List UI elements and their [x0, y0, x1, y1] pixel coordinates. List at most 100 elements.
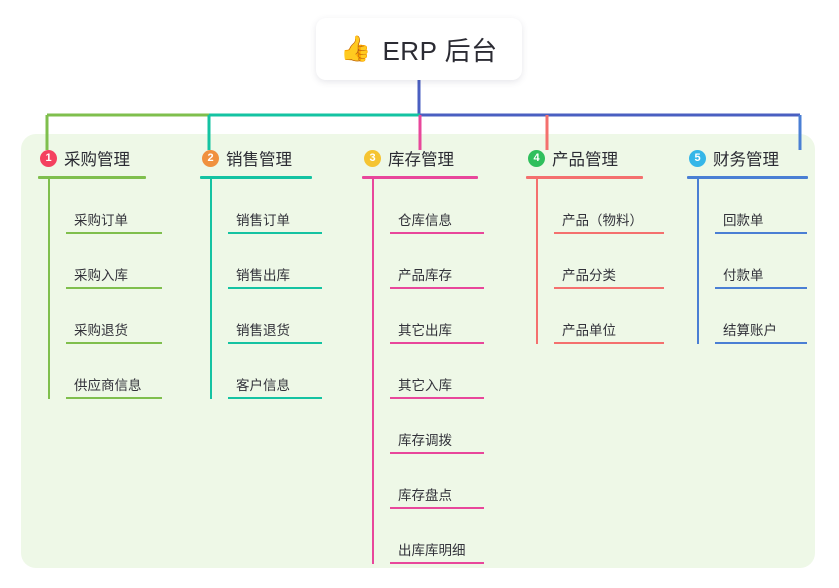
branch-underline — [687, 176, 808, 179]
sub-item-underline — [390, 452, 484, 454]
branch-header-2[interactable]: 2 销售管理 — [200, 146, 312, 170]
branches-board — [21, 134, 815, 568]
sub-item[interactable]: 回款单 — [715, 179, 808, 234]
sub-item-label: 销售退货 — [236, 323, 290, 338]
sub-item-list: 销售订单销售出库销售退货客户信息 — [210, 179, 322, 399]
branch-column-2: 2 销售管理销售订单销售出库销售退货客户信息 — [200, 146, 322, 399]
branch-header-3[interactable]: 3 库存管理 — [362, 146, 478, 170]
sub-item-label: 其它出库 — [398, 323, 452, 338]
sub-item[interactable]: 库存调拨 — [390, 399, 484, 454]
branch-column-1: 1 采购管理采购订单采购入库采购退货供应商信息 — [38, 146, 162, 399]
sub-item[interactable]: 产品分类 — [554, 234, 664, 289]
sub-item-underline — [228, 342, 322, 344]
sub-item-label: 产品单位 — [562, 323, 616, 338]
sub-item-underline — [715, 232, 807, 234]
sub-item-list: 采购订单采购入库采购退货供应商信息 — [48, 179, 162, 399]
sub-item-label: 产品（物料） — [562, 213, 643, 228]
sub-item[interactable]: 销售订单 — [228, 179, 322, 234]
sub-item-list: 回款单付款单结算账户 — [697, 179, 808, 344]
branch-badge-3: 3 — [364, 149, 381, 167]
sub-item-label: 产品分类 — [562, 268, 616, 283]
sub-item-list: 产品（物料） 产品分类产品单位 — [536, 179, 664, 344]
sub-item-underline — [66, 342, 162, 344]
sub-item-underline — [66, 232, 162, 234]
sub-item-label: 库存调拨 — [398, 433, 452, 448]
sub-item-underline — [715, 287, 807, 289]
branch-header-4[interactable]: 4 产品管理 — [526, 146, 651, 170]
sub-item[interactable]: 其它出库 — [390, 289, 484, 344]
branch-underline — [362, 176, 478, 179]
branch-badge-1: 1 — [40, 149, 57, 167]
sub-item-label: 供应商信息 — [74, 378, 142, 393]
branch-badge-4: 4 — [528, 149, 545, 167]
sub-item[interactable]: 结算账户 — [715, 289, 808, 344]
sub-item-underline — [390, 287, 484, 289]
sub-item[interactable]: 产品库存 — [390, 234, 484, 289]
sub-item-underline — [715, 342, 807, 344]
sub-item-list: 仓库信息产品库存其它出库其它入库库存调拨库存盘点出库库明细 — [372, 179, 484, 564]
sub-item-label: 其它入库 — [398, 378, 452, 393]
branch-spine — [536, 179, 538, 344]
sub-item-underline — [228, 287, 322, 289]
sub-item-label: 付款单 — [723, 268, 764, 283]
branch-column-3: 3 库存管理仓库信息产品库存其它出库其它入库库存调拨库存盘点出库库明细 — [362, 146, 484, 564]
sub-item-label: 库存盘点 — [398, 488, 452, 503]
sub-item[interactable]: 库存盘点 — [390, 454, 484, 509]
sub-item-underline — [66, 287, 162, 289]
sub-item-underline — [390, 232, 484, 234]
branch-header-1[interactable]: 1 采购管理 — [38, 146, 150, 170]
sub-item[interactable]: 供应商信息 — [66, 344, 162, 399]
branch-column-5: 5 财务管理回款单付款单结算账户 — [687, 146, 808, 344]
sub-item-label: 销售出库 — [236, 268, 290, 283]
sub-item[interactable]: 采购入库 — [66, 234, 162, 289]
sub-item-label: 采购订单 — [74, 213, 128, 228]
sub-item-label: 采购退货 — [74, 323, 128, 338]
sub-item-underline — [228, 232, 322, 234]
branch-spine — [372, 179, 374, 564]
branch-spine — [697, 179, 699, 344]
branch-underline — [200, 176, 312, 179]
sub-item-underline — [554, 232, 664, 234]
branch-badge-2: 2 — [202, 149, 219, 167]
sub-item[interactable]: 付款单 — [715, 234, 808, 289]
branch-underline — [38, 176, 146, 179]
root-title: ERP 后台 — [382, 35, 498, 66]
sub-item[interactable]: 出库库明细 — [390, 509, 484, 564]
branch-spine — [210, 179, 212, 399]
branch-badge-5: 5 — [689, 149, 706, 167]
sub-item-underline — [390, 397, 484, 399]
sub-item[interactable]: 客户信息 — [228, 344, 322, 399]
sub-item[interactable]: 销售出库 — [228, 234, 322, 289]
branch-spine — [48, 179, 50, 399]
sub-item[interactable]: 其它入库 — [390, 344, 484, 399]
branch-label: 销售管理 — [226, 151, 292, 169]
sub-item[interactable]: 采购订单 — [66, 179, 162, 234]
branch-label: 采购管理 — [64, 151, 130, 169]
thumbs-up-icon: 👍 — [340, 34, 372, 63]
sub-item-underline — [390, 562, 484, 564]
sub-item[interactable]: 采购退货 — [66, 289, 162, 344]
branch-label: 库存管理 — [388, 151, 454, 169]
branch-header-5[interactable]: 5 财务管理 — [687, 146, 808, 170]
branch-column-4: 4 产品管理产品（物料） 产品分类产品单位 — [526, 146, 664, 344]
sub-item[interactable]: 仓库信息 — [390, 179, 484, 234]
sub-item-underline — [554, 342, 664, 344]
sub-item-underline — [66, 397, 162, 399]
sub-item[interactable]: 销售退货 — [228, 289, 322, 344]
root-node[interactable]: 👍 ERP 后台 — [316, 18, 522, 80]
branch-label: 产品管理 — [552, 151, 618, 169]
sub-item-underline — [554, 287, 664, 289]
sub-item-label: 回款单 — [723, 213, 764, 228]
sub-item-label: 仓库信息 — [398, 213, 452, 228]
sub-item-label: 产品库存 — [398, 268, 452, 283]
sub-item-underline — [228, 397, 322, 399]
sub-item-label: 结算账户 — [723, 323, 777, 338]
sub-item[interactable]: 产品单位 — [554, 289, 664, 344]
sub-item[interactable]: 产品（物料） — [554, 179, 664, 234]
sub-item-label: 销售订单 — [236, 213, 290, 228]
sub-item-label: 出库库明细 — [398, 543, 466, 558]
sub-item-underline — [390, 342, 484, 344]
branch-label: 财务管理 — [713, 151, 779, 169]
sub-item-underline — [390, 507, 484, 509]
